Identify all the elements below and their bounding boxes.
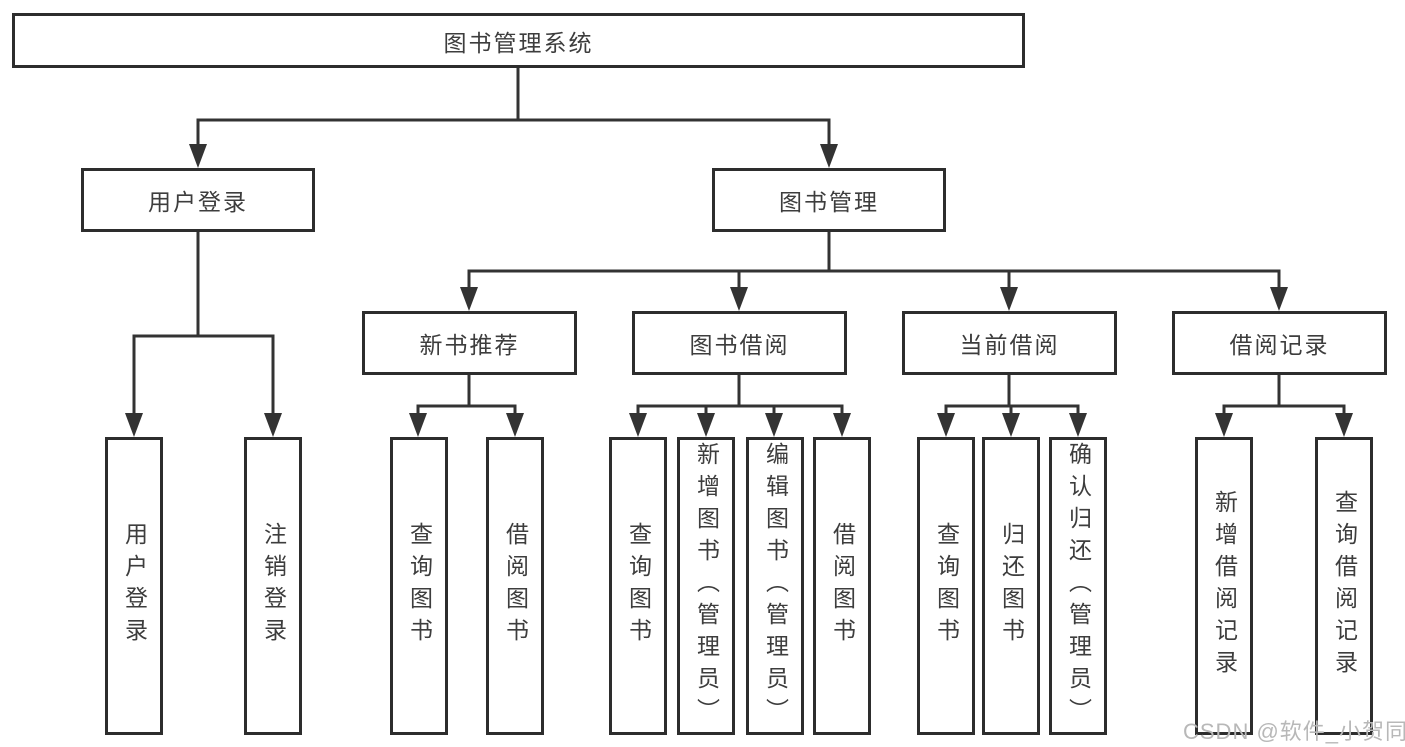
- node-label: 查询图书: [625, 522, 652, 650]
- node-label: 借阅图书: [829, 522, 856, 650]
- arrowheads: [125, 144, 1353, 437]
- leaf-borrow-books-recommend: 借阅图书: [486, 437, 544, 735]
- node-label: 新书推荐: [419, 332, 520, 358]
- node-new-book-recommend: 新书推荐: [362, 311, 577, 375]
- node-label: 借阅图书: [502, 522, 529, 650]
- node-book-management: 图书管理: [712, 168, 946, 232]
- leaf-query-books-recommend: 查询图书: [390, 437, 448, 735]
- node-label: 查询借阅记录: [1331, 490, 1358, 682]
- node-label: 借阅记录: [1229, 332, 1330, 358]
- node-label: 用户登录: [121, 522, 148, 650]
- node-borrow-records: 借阅记录: [1172, 311, 1387, 375]
- node-label: 用户登录: [148, 189, 248, 215]
- node-label: 图书管理系统: [443, 29, 594, 56]
- node-label: 当前借阅: [959, 332, 1060, 358]
- node-user-login: 用户登录: [81, 168, 315, 232]
- leaf-borrow-books: 借阅图书: [813, 437, 871, 735]
- leaf-add-borrow-record: 新增借阅记录: [1195, 437, 1253, 735]
- node-book-borrow: 图书借阅: [632, 311, 847, 375]
- leaf-query-borrow-record: 查询借阅记录: [1315, 437, 1373, 735]
- node-library-management-system: 图书管理系统: [12, 13, 1025, 68]
- node-label: 确认归还（管理员）: [1065, 442, 1092, 730]
- node-label: 图书借阅: [689, 332, 790, 358]
- node-label: 归还图书: [998, 522, 1025, 650]
- node-label: 图书管理: [779, 189, 879, 215]
- node-label: 注销登录: [260, 522, 287, 650]
- node-label: 查询图书: [933, 522, 960, 650]
- node-label: 新增图书（管理员）: [693, 442, 720, 730]
- leaf-return-books: 归还图书: [982, 437, 1040, 735]
- leaf-edit-books-admin: 编辑图书（管理员）: [746, 437, 804, 735]
- node-label: 编辑图书（管理员）: [762, 442, 789, 730]
- leaf-confirm-return-admin: 确认归还（管理员）: [1049, 437, 1107, 735]
- leaf-user-login: 用户登录: [105, 437, 163, 735]
- node-label: 新增借阅记录: [1211, 490, 1238, 682]
- leaf-query-books-borrow: 查询图书: [609, 437, 667, 735]
- leaf-add-books-admin: 新增图书（管理员）: [677, 437, 735, 735]
- node-label: 查询图书: [406, 522, 433, 650]
- leaf-query-books-current: 查询图书: [917, 437, 975, 735]
- csdn-watermark: CSDN @软件_小贺同学: [1183, 719, 1405, 744]
- leaf-logout-login: 注销登录: [244, 437, 302, 735]
- node-current-borrow: 当前借阅: [902, 311, 1117, 375]
